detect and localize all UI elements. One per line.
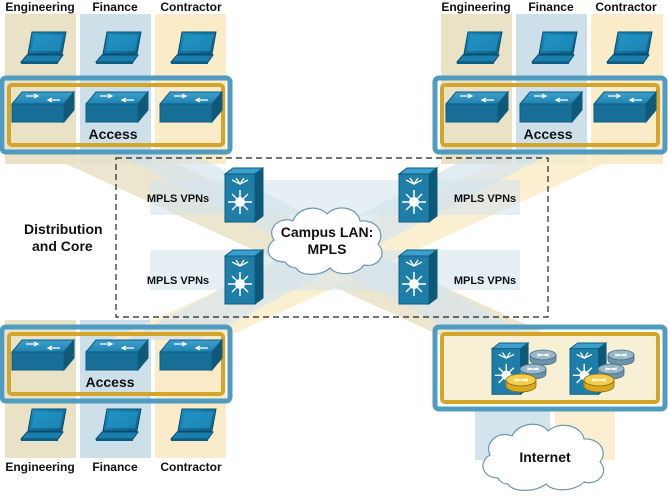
internet-edge-block[interactable] (432, 324, 668, 412)
edge-router-icon[interactable] (529, 349, 557, 366)
access-switch-icon[interactable] (593, 91, 657, 123)
label-mpls-vpns: MPLS VPNs (147, 275, 209, 287)
label-contractor: Contractor (595, 0, 657, 14)
label-finance: Finance (92, 460, 138, 474)
label-access: Access (523, 126, 572, 142)
access-switch-icon[interactable] (11, 339, 75, 371)
label-engineering: Engineering (5, 460, 74, 474)
label-contractor: Contractor (160, 0, 222, 14)
access-switch-icon[interactable] (159, 91, 223, 123)
access-switch-icon[interactable] (85, 339, 149, 371)
label-contractor: Contractor (160, 460, 222, 474)
multilayer-switch-icon[interactable] (224, 167, 264, 223)
label-access: Access (88, 126, 137, 142)
multilayer-switch-icon[interactable] (398, 249, 438, 305)
campus-lan-cloud (267, 207, 383, 275)
multilayer-switch-icon[interactable] (224, 249, 264, 305)
label-and-core: and Core (32, 238, 93, 254)
label-campus-lan: Campus LAN: (281, 224, 374, 240)
label-mpls-vpns: MPLS VPNs (147, 193, 209, 205)
multilayer-switch-icon[interactable] (398, 167, 438, 223)
label-access: Access (85, 374, 134, 390)
access-switch-icon[interactable] (159, 339, 223, 371)
access-block-top-right[interactable] (432, 75, 668, 155)
access-block-bottom-left[interactable] (0, 324, 233, 404)
label-distribution: Distribution (24, 221, 103, 237)
access-switch-icon[interactable] (519, 91, 583, 123)
access-block-top-left[interactable] (0, 75, 233, 155)
label-finance: Finance (92, 0, 138, 14)
label-engineering: Engineering (441, 0, 510, 14)
campus-lan-region (115, 157, 549, 318)
label-engineering: Engineering (5, 0, 74, 14)
label-mpls: MPLS (308, 241, 347, 257)
access-switch-icon[interactable] (445, 91, 509, 123)
edge-firewall-router-icon[interactable] (505, 373, 537, 393)
label-internet: Internet (519, 449, 571, 465)
label-mpls-vpns: MPLS VPNs (454, 275, 516, 287)
internet-cloud (482, 423, 605, 491)
access-switch-icon[interactable] (11, 91, 75, 123)
label-finance: Finance (528, 0, 574, 14)
edge-firewall-router-icon[interactable] (583, 373, 615, 393)
edge-router-icon[interactable] (607, 349, 635, 366)
label-mpls-vpns: MPLS VPNs (454, 193, 516, 205)
access-switch-icon[interactable] (85, 91, 149, 123)
